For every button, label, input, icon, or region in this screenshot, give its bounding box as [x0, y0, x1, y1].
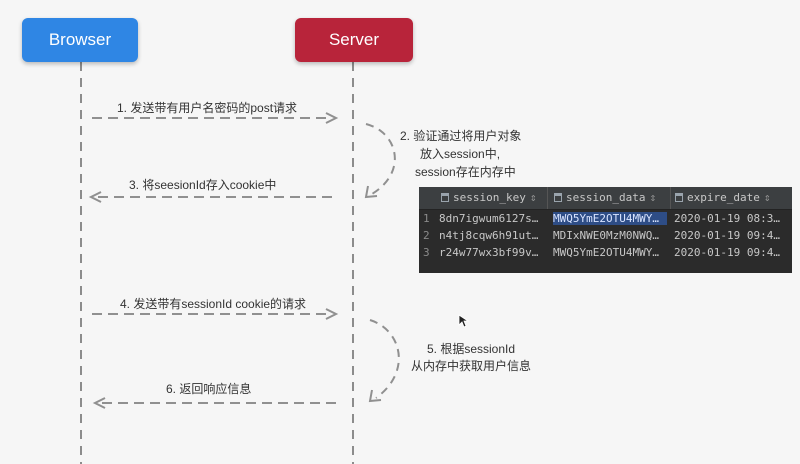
- cell-session-key[interactable]: r24w77wx3bf99v…: [439, 246, 539, 259]
- table-row[interactable]: 1 8dn7igwum6127s… MWQ5YmE2OTU4MWY… 2020-…: [419, 211, 792, 228]
- column-header-session-data[interactable]: session_data⇕: [554, 191, 656, 204]
- arrow-2-head: [364, 185, 378, 199]
- browser-actor: Browser: [22, 18, 138, 62]
- session-table-panel: session_key⇕ session_data⇕ expire_date⇕ …: [419, 187, 792, 273]
- arrow-5-curve: [369, 319, 400, 399]
- message-4-label: 4. 发送带有sessionId cookie的请求: [120, 297, 307, 311]
- cell-session-key[interactable]: 8dn7igwum6127s…: [439, 212, 539, 225]
- cell-session-key[interactable]: n4tj8cqw6h91ut…: [439, 229, 539, 242]
- server-actor: Server: [295, 18, 413, 62]
- column-header-expire-date[interactable]: expire_date⇕: [675, 191, 770, 204]
- cell-session-data-selected[interactable]: MWQ5YmE2OTU4MWY…: [553, 212, 667, 225]
- sort-icon[interactable]: ⇕: [649, 191, 657, 204]
- browser-actor-label: Browser: [48, 30, 112, 49]
- cell-expire-date[interactable]: 2020-01-19 09:4…: [674, 246, 780, 259]
- message-5-label-line1: 5. 根据sessionId: [427, 342, 516, 356]
- table-row[interactable]: 2 n4tj8cqw6h91ut… MDIxNWE0MzM0NWQ… 2020-…: [419, 228, 792, 245]
- message-2-label-line3: session存在内存中: [415, 165, 516, 179]
- message-6-label: 6. 返回响应信息: [166, 382, 252, 396]
- column-header-label: session_data: [566, 191, 646, 204]
- column-header-label: expire_date: [687, 191, 760, 204]
- arrow-2-curve: [365, 123, 396, 195]
- cell-expire-date[interactable]: 2020-01-19 09:4…: [674, 229, 780, 242]
- column-icon: [554, 193, 562, 202]
- arrow-6-head: [92, 397, 106, 409]
- row-number: 1: [423, 212, 430, 225]
- column-separator: [547, 187, 548, 209]
- column-icon: [675, 193, 683, 202]
- session-table-header: session_key⇕ session_data⇕ expire_date⇕: [419, 187, 792, 210]
- column-header-session-key[interactable]: session_key⇕: [441, 191, 536, 204]
- message-1-label: 1. 发送带有用户名密码的post请求: [117, 101, 298, 115]
- message-2-label-line2: 放入session中,: [420, 147, 501, 161]
- row-number: 3: [423, 246, 430, 259]
- column-separator: [670, 187, 671, 209]
- message-5-label-line2: 从内存中获取用户信息: [411, 359, 532, 373]
- cell-expire-date[interactable]: 2020-01-19 08:3…: [674, 212, 780, 225]
- arrow-5-head: [368, 389, 382, 403]
- cell-session-data[interactable]: MWQ5YmE2OTU4MWY…: [553, 246, 659, 259]
- arrow-1-head: [325, 112, 339, 124]
- server-actor-label: Server: [328, 30, 380, 49]
- column-header-label: session_key: [453, 191, 526, 204]
- sort-icon[interactable]: ⇕: [529, 191, 537, 204]
- message-3-label: 3. 将seesionId存入cookie中: [129, 178, 277, 192]
- message-2-label-line1: 2. 验证通过将用户对象: [400, 129, 522, 143]
- table-row[interactable]: 3 r24w77wx3bf99v… MWQ5YmE2OTU4MWY… 2020-…: [419, 245, 792, 262]
- sort-icon[interactable]: ⇕: [763, 191, 771, 204]
- mouse-cursor-icon: [458, 314, 470, 328]
- cell-session-data[interactable]: MDIxNWE0MzM0NWQ…: [553, 229, 659, 242]
- arrow-4-head: [325, 308, 339, 320]
- column-icon: [441, 193, 449, 202]
- row-number: 2: [423, 229, 430, 242]
- arrow-3-head: [88, 191, 102, 203]
